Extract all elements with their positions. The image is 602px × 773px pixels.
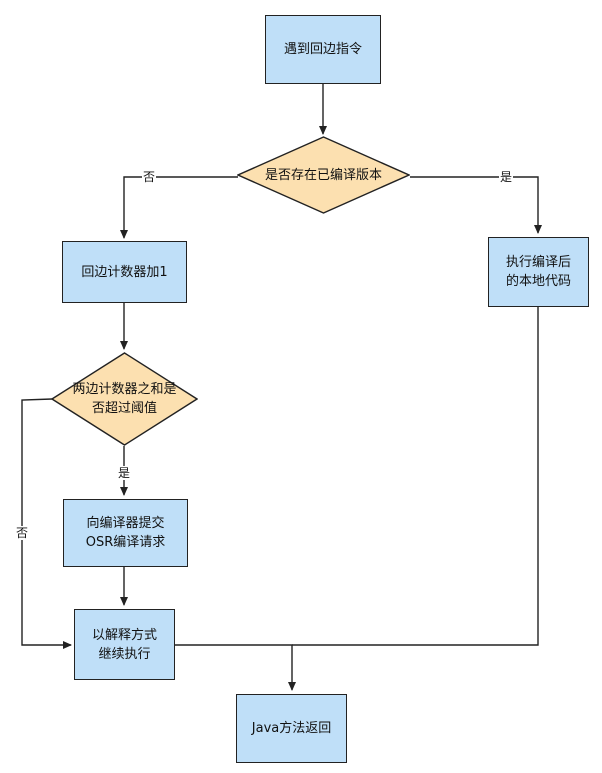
node-counter-add: 回边计数器加1 [62,241,187,303]
node-submit-osr: 向编译器提交 OSR编译请求 [63,499,188,567]
node-start: 遇到回边指令 [265,15,381,84]
node-threshold-check-label: 两边计数器之和是 否超过阈值 [72,382,177,416]
diamond-shape [51,352,198,446]
diamond-shape [237,136,410,214]
edge-label-check-yes: 是 [499,170,514,184]
node-method-return: Java方法返回 [236,694,347,763]
edge-label-threshold-yes: 是 [117,466,132,480]
edge-threshold-no [21,398,72,649]
edge-compiled-to-return [292,307,539,646]
node-exec-compiled: 执行编译后 的本地代码 [488,237,589,307]
edge-label-threshold-no: 否 [15,526,30,540]
edge-check-no [120,176,238,239]
node-interpret: 以解释方式 继续执行 [74,609,175,680]
node-threshold-check: 两边计数器之和是 否超过阈值 [51,352,198,446]
edge-interpret-to-return [175,644,296,691]
node-check-compiled: 是否存在已编译版本 [237,136,410,214]
edge-label-check-no: 否 [142,170,157,184]
edge-check-yes [410,176,542,234]
node-check-compiled-label: 是否存在已编译版本 [264,167,382,183]
